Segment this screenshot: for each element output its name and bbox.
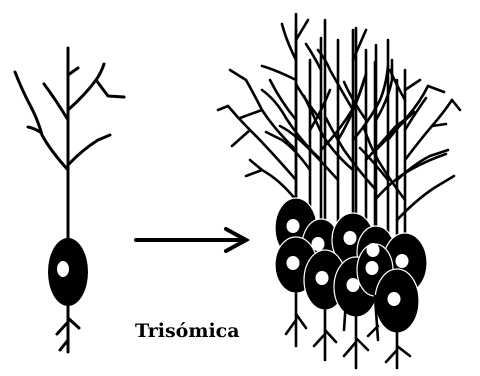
dendrite-branch bbox=[306, 44, 321, 70]
neuron-nucleus bbox=[287, 219, 300, 233]
dendrite-branch bbox=[230, 70, 246, 80]
dendrite-branch bbox=[68, 135, 110, 165]
neuron-nucleus bbox=[344, 231, 357, 245]
basal-dendrite bbox=[344, 342, 356, 356]
basal-dendrite bbox=[68, 318, 79, 328]
dendrite-branch bbox=[318, 50, 353, 110]
neuron-nucleus bbox=[316, 271, 329, 285]
dendrite-branch bbox=[428, 86, 444, 92]
single-neuron-icon bbox=[15, 48, 124, 352]
dendrite-branch bbox=[246, 170, 262, 176]
dendrite-branch bbox=[353, 66, 388, 140]
dendrite-branch bbox=[326, 118, 376, 190]
neuron-nucleus bbox=[396, 254, 409, 268]
trisomic-label: Trisómica bbox=[135, 320, 240, 342]
dendrite-branch bbox=[266, 132, 310, 170]
dendrite-branch bbox=[405, 80, 420, 90]
dendrite-branch bbox=[28, 127, 40, 132]
neuron-nucleus bbox=[287, 256, 300, 270]
neuron-nucleus bbox=[347, 278, 360, 292]
neuron-nucleus bbox=[367, 243, 380, 257]
dendrite-branch bbox=[452, 100, 460, 110]
basal-dendrite bbox=[325, 330, 336, 342]
dendrite-branch bbox=[296, 20, 308, 40]
neuron-nucleus bbox=[57, 261, 69, 277]
dendrite-branch bbox=[262, 66, 296, 80]
dendrite-branch bbox=[232, 130, 250, 146]
basal-dendrite bbox=[356, 338, 368, 350]
dendrite-branch bbox=[44, 84, 68, 120]
basal-dendrite bbox=[397, 346, 410, 356]
basal-dendrite bbox=[57, 322, 68, 334]
neuron-nucleus bbox=[366, 261, 379, 275]
dendrite-branch bbox=[246, 80, 296, 150]
dendrite-branch bbox=[282, 24, 296, 60]
dendrite-branch bbox=[96, 80, 124, 97]
neuron-nucleus bbox=[388, 292, 401, 306]
dendrite-branch bbox=[218, 106, 228, 110]
dendrite-branch bbox=[15, 72, 68, 170]
dendrite-branch bbox=[240, 110, 262, 118]
basal-dendrite bbox=[296, 314, 306, 328]
neuron-nucleus bbox=[312, 237, 325, 251]
dendrite-branch bbox=[250, 160, 296, 200]
right-arrow-icon bbox=[136, 229, 246, 251]
basal-dendrite bbox=[286, 320, 296, 334]
basal-dendrite bbox=[314, 334, 325, 346]
basal-dendrite bbox=[386, 350, 397, 362]
dendrite-branch bbox=[388, 112, 414, 140]
